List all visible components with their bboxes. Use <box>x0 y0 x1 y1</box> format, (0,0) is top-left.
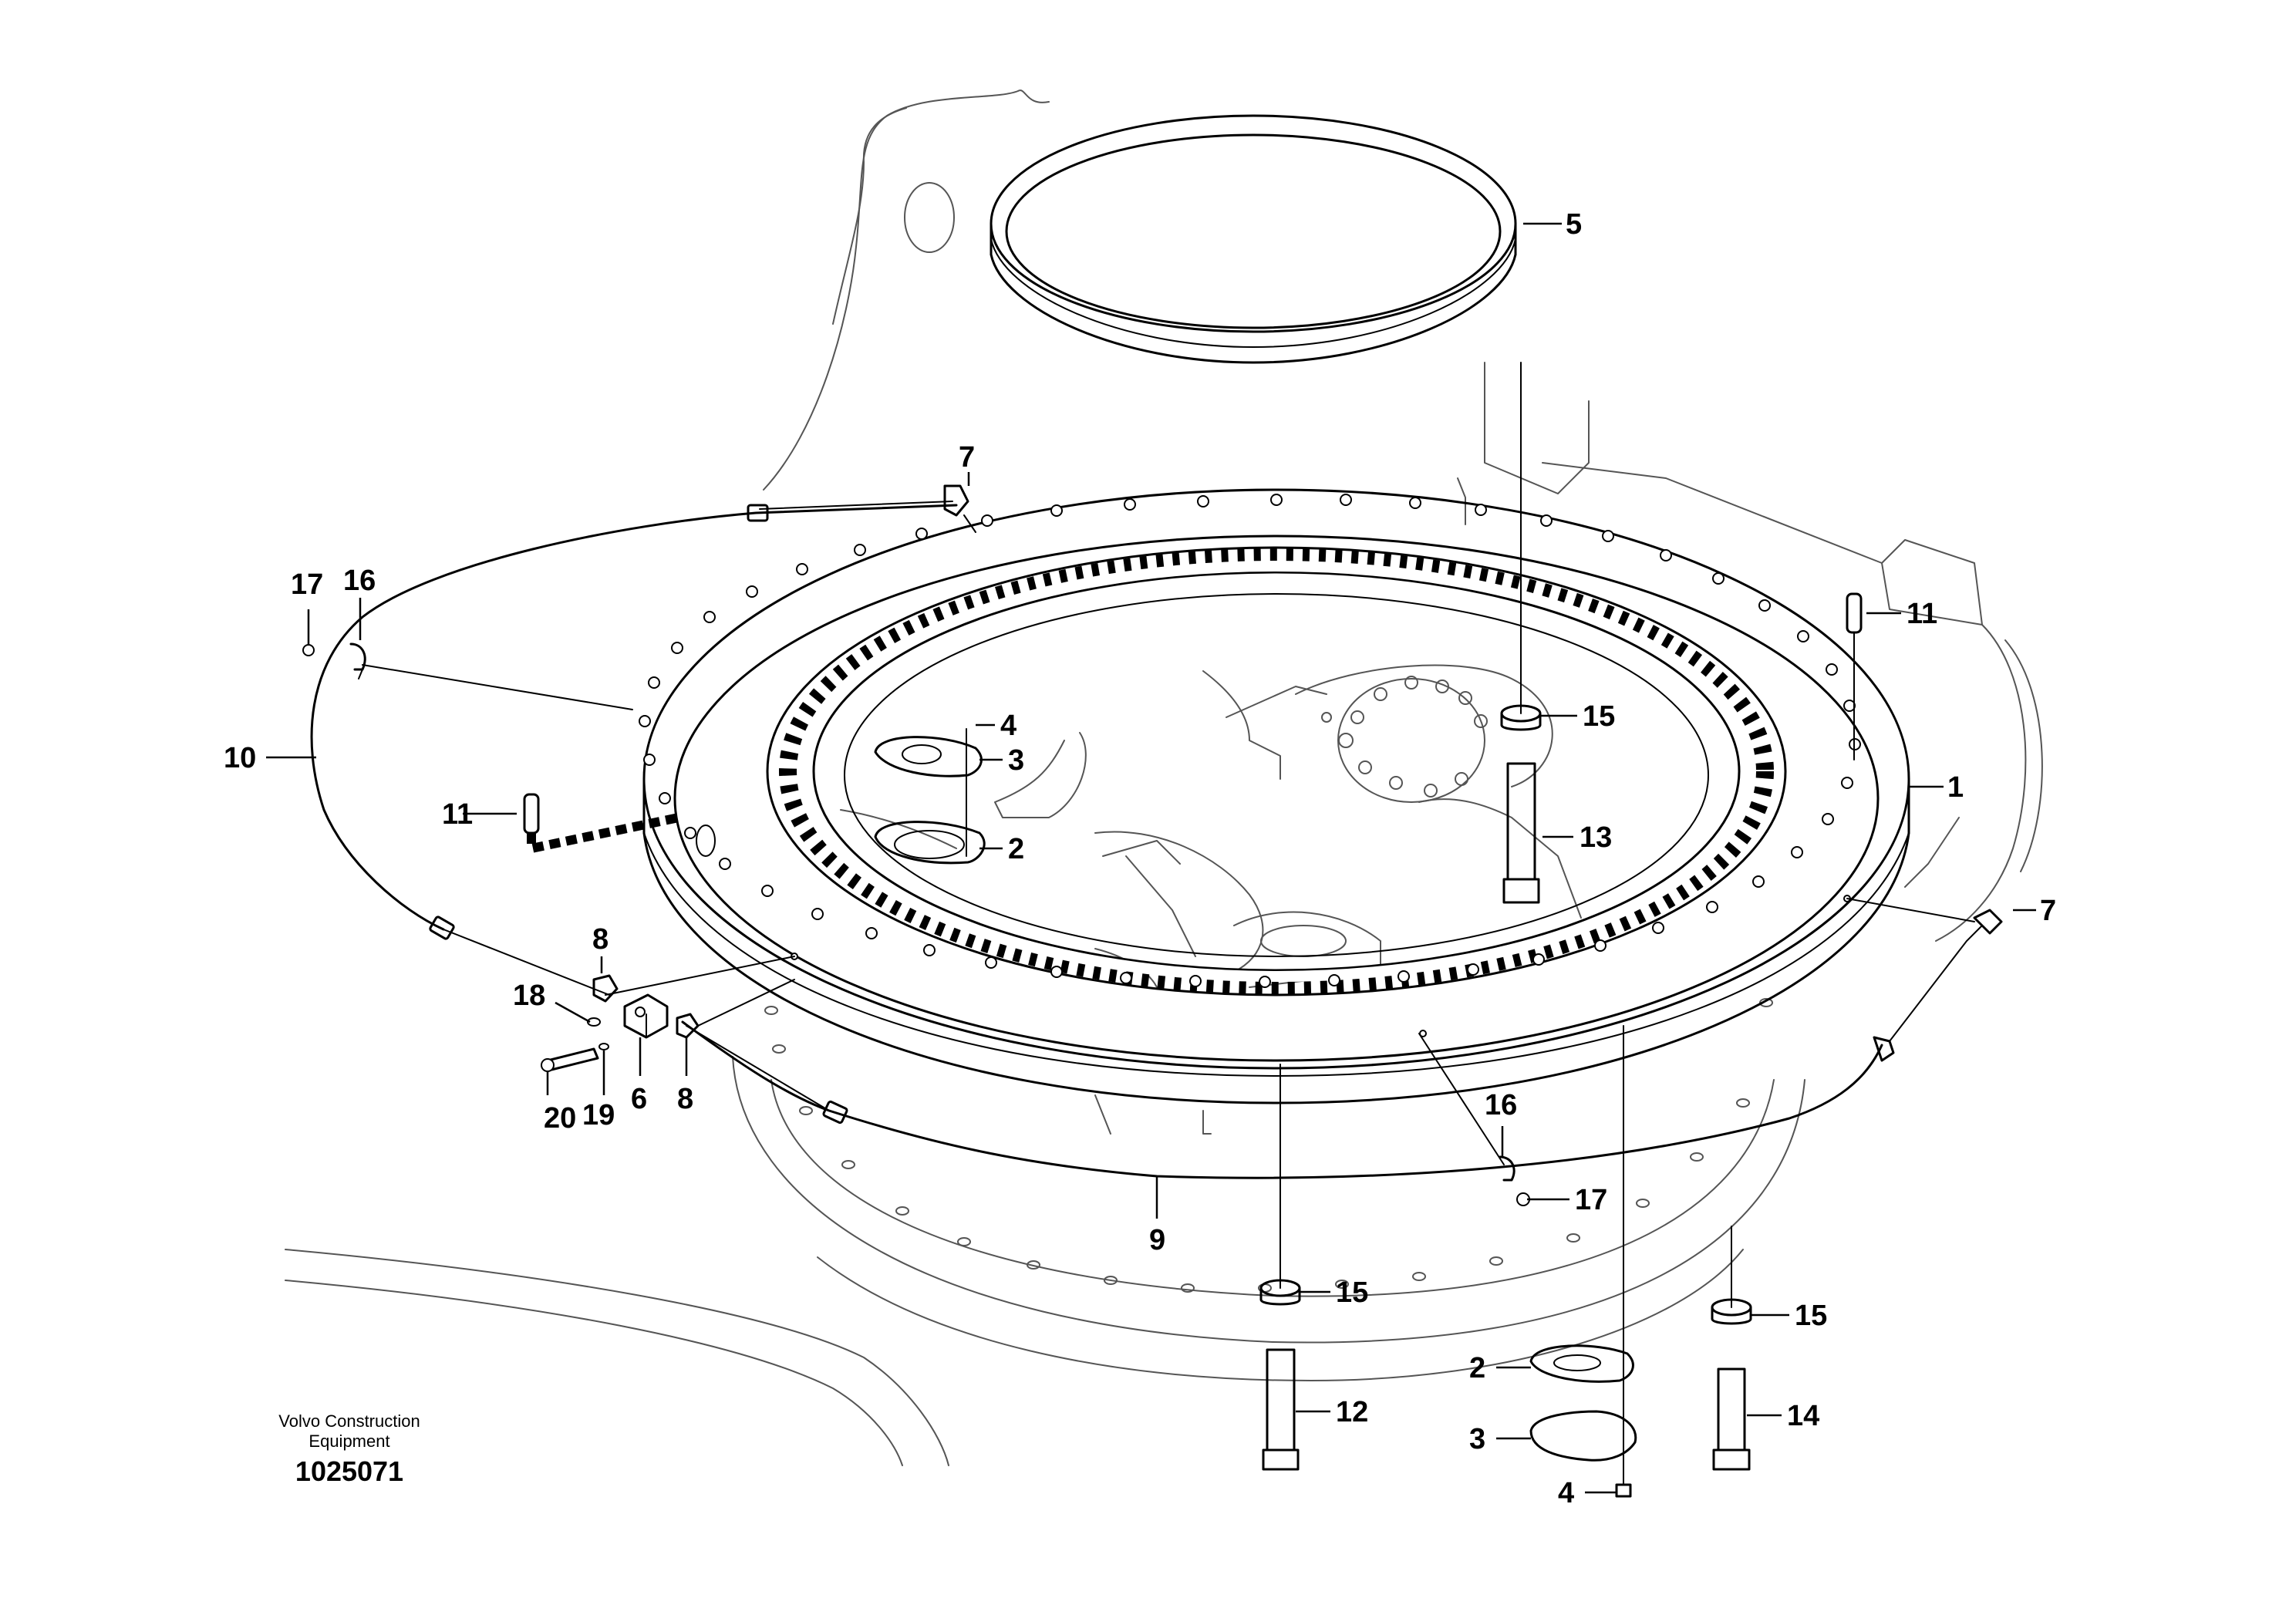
callout-2-lower: 2 <box>1469 1352 1485 1384</box>
callout-3-lower: 3 <box>1469 1423 1485 1455</box>
distribution-block-assembly <box>541 956 795 1072</box>
callout-4-lower: 4 <box>1558 1477 1574 1509</box>
callout-9: 9 <box>1149 1224 1165 1256</box>
callout-7-top: 7 <box>959 441 975 474</box>
callout-13: 13 <box>1580 821 1612 854</box>
callout-2-upper: 2 <box>1008 833 1024 865</box>
brand-line-1: Volvo Construction <box>278 1411 420 1431</box>
upper-frame-interior <box>840 664 1582 988</box>
callout-15-lower-right: 15 <box>1795 1300 1827 1332</box>
callout-16-bottom: 16 <box>1485 1089 1517 1121</box>
callout-11-left: 11 <box>442 798 473 831</box>
lubrication-lines <box>310 484 2003 1179</box>
callout-leaders <box>266 222 2036 1494</box>
slewing-ring <box>639 488 1910 1104</box>
callout-19: 19 <box>582 1099 615 1131</box>
clamps-and-screws <box>302 642 1530 1206</box>
callout-20: 20 <box>544 1102 576 1135</box>
flange-bolt-holes <box>639 494 1861 988</box>
callout-17-bottom: 17 <box>1575 1184 1607 1216</box>
callout-14: 14 <box>1787 1400 1819 1432</box>
callout-3-upper: 3 <box>1008 744 1024 777</box>
callout-8-bottom: 8 <box>677 1083 693 1115</box>
callout-4-upper: 4 <box>1000 710 1017 742</box>
callout-16-top: 16 <box>343 565 376 597</box>
callout-8-top: 8 <box>592 923 609 956</box>
seal-ring <box>990 114 1517 364</box>
callout-15-lower-left: 15 <box>1336 1276 1368 1309</box>
dowel-pins <box>523 592 1863 855</box>
brand-line-2: Equipment <box>308 1431 389 1451</box>
callout-15-upper: 15 <box>1583 700 1615 733</box>
callout-17-top: 17 <box>291 568 323 601</box>
drawing-number: 1025071 <box>295 1455 403 1487</box>
callout-labels: 5 1 7 11 15 13 4 3 2 11 10 17 16 7 8 18 … <box>224 208 2056 1509</box>
footer-caption: Volvo Construction Equipment 1025071 <box>278 1411 420 1487</box>
callout-18: 18 <box>513 980 545 1012</box>
callout-6: 6 <box>631 1083 647 1115</box>
callout-12: 12 <box>1336 1396 1368 1428</box>
callout-1: 1 <box>1947 771 1964 804</box>
callout-5: 5 <box>1566 208 1582 241</box>
callout-7-right: 7 <box>2040 895 2056 927</box>
cover-plate-upper <box>874 728 986 865</box>
upper-frame-outline <box>285 89 2043 1466</box>
cover-plate-lower <box>1529 1025 1637 1498</box>
callout-10: 10 <box>224 742 256 774</box>
callout-11-right: 11 <box>1907 598 1937 630</box>
bolts-and-washers <box>1259 362 1752 1471</box>
lower-bearing-housing <box>732 998 1805 1381</box>
